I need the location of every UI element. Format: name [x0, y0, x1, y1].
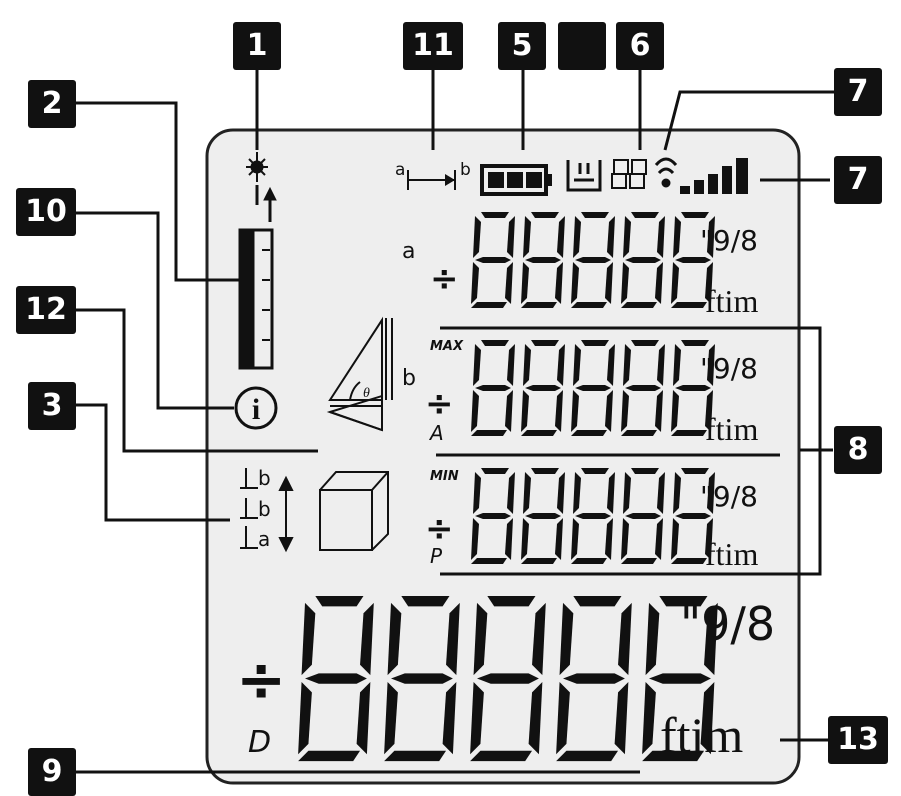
a-to-b-icon: a b — [395, 160, 471, 190]
callout-8: 8 — [834, 426, 882, 474]
angle-icon — [326, 316, 393, 432]
callout-1: 1 — [233, 22, 281, 70]
svg-text:"9/8: "9/8 — [700, 224, 758, 257]
callout-10: 10 — [16, 188, 76, 236]
tripod-icon — [566, 160, 602, 192]
callout-13: 13 — [828, 716, 888, 764]
svg-text:ftim: ftim — [705, 283, 758, 319]
svg-text:b: b — [460, 160, 471, 180]
callout-12: 12 — [16, 286, 76, 334]
svg-text:b: b — [402, 366, 416, 391]
callout-2: 2 — [28, 80, 76, 128]
display-line-b: MAX b ÷ A "9/8 ftim — [402, 339, 758, 447]
svg-text:D: D — [248, 725, 271, 760]
display-line-c: MIN ÷ P "9/8 ftim — [425, 468, 758, 572]
svg-text:÷: ÷ — [236, 645, 286, 715]
wireless-icon — [654, 157, 678, 188]
callout-6: 6 — [616, 22, 664, 70]
svg-text:MAX: MAX — [430, 339, 464, 354]
callout-9: 9 — [28, 748, 76, 796]
leader-lines — [76, 70, 835, 774]
svg-text:ftim: ftim — [705, 536, 758, 572]
svg-text:÷: ÷ — [425, 384, 454, 424]
callout-5: 5 — [498, 22, 546, 70]
laser-icon — [246, 152, 268, 205]
svg-text:a: a — [402, 239, 415, 264]
svg-text:"9/8: "9/8 — [680, 597, 775, 651]
svg-text:b: b — [258, 497, 271, 521]
svg-text:i: i — [252, 393, 260, 426]
callout-3: 3 — [28, 382, 76, 430]
battery-icon — [480, 164, 552, 196]
svg-text:ftim: ftim — [660, 707, 743, 763]
svg-text:A: A — [428, 421, 444, 445]
svg-text:a: a — [258, 527, 270, 551]
svg-text:"9/8: "9/8 — [700, 480, 758, 513]
reference-position-icon: b b a — [240, 466, 294, 553]
svg-text:÷: ÷ — [425, 509, 454, 549]
angle-symbol: θ — [363, 386, 370, 401]
display-line-main: ÷ D "9/8 ftim — [236, 596, 775, 763]
display-line-a: a ÷ "9/8 ftim — [402, 212, 758, 319]
small-segment-digits — [611, 159, 647, 189]
svg-text:ftim: ftim — [705, 411, 758, 447]
svg-text:MIN: MIN — [430, 469, 459, 484]
callout-blank — [558, 22, 606, 70]
callout-7-bottom: 7 — [834, 156, 882, 204]
svg-text:P: P — [430, 544, 443, 568]
svg-text:÷: ÷ — [430, 259, 459, 299]
svg-text:a: a — [395, 160, 405, 180]
svg-text:b: b — [258, 466, 271, 490]
svg-text:"9/8: "9/8 — [700, 352, 758, 385]
cube-icon — [319, 471, 389, 551]
callout-11: 11 — [403, 22, 463, 70]
signal-bars-icon — [680, 158, 748, 194]
callout-7-top: 7 — [834, 68, 882, 116]
info-icon: i — [234, 386, 278, 430]
level-bar-icon — [238, 186, 277, 370]
